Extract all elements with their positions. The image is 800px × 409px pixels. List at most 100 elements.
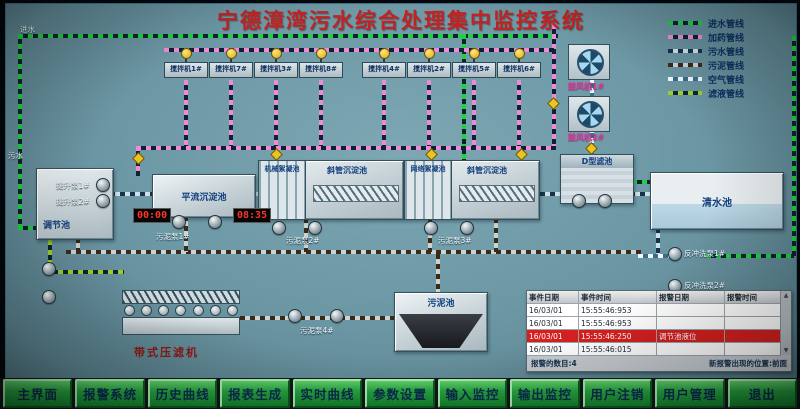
valve-icon[interactable] bbox=[585, 142, 598, 155]
filter-pump-icon[interactable] bbox=[598, 194, 612, 208]
pipe-sludge-drop bbox=[304, 218, 308, 252]
menu-button-output-monitor[interactable]: 输出监控 bbox=[510, 379, 580, 408]
mixer-motor-icon bbox=[270, 48, 282, 59]
valve-icon[interactable] bbox=[270, 148, 283, 161]
mixer-unit[interactable]: 搅拌机2# bbox=[407, 48, 451, 78]
filtrate-pump-icon[interactable] bbox=[42, 262, 56, 276]
menu-button-history-curves[interactable]: 历史曲线 bbox=[147, 379, 218, 408]
fan-icon bbox=[577, 49, 604, 76]
filtrate-line-swatch-icon bbox=[668, 91, 702, 95]
tank-label: D型滤池 bbox=[561, 155, 633, 169]
menu-button-user-management[interactable]: 用户管理 bbox=[655, 379, 725, 408]
sludge-pump-icon[interactable] bbox=[308, 221, 322, 235]
menu-button-realtime-curves[interactable]: 实时曲线 bbox=[292, 379, 363, 408]
alarm-row[interactable]: 16/03/01 15:55:46:953 bbox=[527, 317, 781, 330]
column-header[interactable]: 报警时间 bbox=[725, 291, 781, 304]
blower-label: 鼓风机2# bbox=[568, 133, 605, 142]
filter-pump-icon[interactable] bbox=[572, 194, 586, 208]
legend-label: 加药管线 bbox=[708, 33, 745, 44]
legend-item: 污水管线 bbox=[668, 44, 794, 58]
alarm-footer: 报警的数目:4 新报警出现的位置:前面 bbox=[527, 356, 791, 371]
alarm-row-active[interactable]: 16/03/01 15:55:46:250 调节池液位 bbox=[527, 330, 781, 343]
valve-icon[interactable] bbox=[425, 148, 438, 161]
sludge-pump-icon[interactable] bbox=[208, 215, 222, 229]
belt-press-label: 带式压滤机 bbox=[134, 346, 199, 359]
alarm-row[interactable]: 16/03/01 15:55:46:953 bbox=[527, 304, 781, 317]
cell: 15:55:46:953 bbox=[579, 317, 657, 330]
roller-icon bbox=[175, 305, 187, 316]
alarm-row[interactable]: 16/03/01 15:55:46:015 bbox=[527, 343, 781, 356]
mixer-unit[interactable]: 搅拌机3# bbox=[254, 48, 298, 78]
tank-label: 调节池 bbox=[43, 221, 71, 231]
valve-icon[interactable] bbox=[547, 97, 560, 110]
mixer-unit[interactable]: 搅拌机6# bbox=[497, 48, 541, 78]
pipe-mixer-drop bbox=[229, 80, 233, 146]
alarm-scrollbar[interactable]: ▲ ▼ bbox=[780, 291, 791, 355]
sludge-pump-icon[interactable] bbox=[330, 309, 344, 323]
pipe-mixer-drop bbox=[427, 80, 431, 146]
tank-d-filter[interactable]: D型滤池 bbox=[560, 154, 634, 204]
sludge-pump-icon[interactable] bbox=[424, 221, 438, 235]
tank-block-mech-floc[interactable]: 机械絮凝池 斜管沉淀池 bbox=[258, 160, 404, 220]
mixer-unit[interactable]: 搅拌机7# bbox=[209, 48, 253, 78]
lift-pump-icon[interactable] bbox=[96, 178, 110, 192]
pipe-mixer-drop bbox=[382, 80, 386, 146]
sludge-pump-icon[interactable] bbox=[288, 309, 302, 323]
mixer-unit[interactable]: 搅拌机8# bbox=[299, 48, 343, 78]
pipe-inflow-left bbox=[18, 34, 22, 230]
column-header[interactable]: 报警日期 bbox=[657, 291, 725, 304]
mixer-motor-icon bbox=[315, 48, 327, 59]
blower-label: 鼓风机1# bbox=[568, 82, 605, 91]
menu-button-main[interactable]: 主界面 bbox=[3, 379, 73, 408]
menu-button-user-logout[interactable]: 用户注销 bbox=[582, 379, 653, 408]
pipe-mixer-drop bbox=[319, 80, 323, 146]
menu-button-alarm-system[interactable]: 报警系统 bbox=[75, 379, 145, 408]
mixer-label: 搅拌机8# bbox=[299, 62, 343, 78]
column-header[interactable]: 事件时间 bbox=[579, 291, 657, 304]
mixer-stem bbox=[230, 59, 232, 62]
scroll-down-icon[interactable]: ▼ bbox=[783, 347, 789, 354]
menu-button-exit[interactable]: 退出 bbox=[727, 379, 797, 408]
legend-item: 滤液管线 bbox=[668, 86, 794, 100]
filtrate-pump-icon[interactable] bbox=[42, 290, 56, 304]
belt-filter-press[interactable] bbox=[122, 290, 240, 340]
mixer-unit[interactable]: 搅拌机1# bbox=[164, 48, 208, 78]
blower-unit[interactable] bbox=[568, 44, 610, 80]
tank-sludge[interactable]: 污泥池 bbox=[394, 292, 488, 352]
mixer-stem bbox=[518, 59, 520, 62]
mixer-unit[interactable]: 搅拌机5# bbox=[452, 48, 496, 78]
column-header[interactable]: 事件日期 bbox=[527, 291, 579, 304]
legend-label: 空气管线 bbox=[708, 75, 745, 86]
roller-icon bbox=[209, 305, 221, 316]
scroll-up-icon[interactable]: ▲ bbox=[783, 292, 789, 299]
mixer-stem bbox=[185, 59, 187, 62]
tank-clear-water[interactable]: 清水池 bbox=[650, 172, 784, 230]
pipe-sludge-drop bbox=[76, 238, 80, 252]
backwash-pump-icon[interactable] bbox=[668, 247, 682, 261]
valve-icon[interactable] bbox=[515, 148, 528, 161]
legend: 进水管线 加药管线 污水管线 污泥管线 空气管线 滤液管线 bbox=[668, 16, 794, 100]
sludge-pump-icon[interactable] bbox=[172, 215, 186, 229]
alarm-table[interactable]: 事件日期 事件时间 报警日期 报警时间 16/03/01 15:55:46:95… bbox=[526, 290, 792, 372]
cell: 16/03/01 bbox=[527, 304, 579, 317]
alarm-count-text: 报警的数目:4 bbox=[531, 359, 577, 368]
mixer-unit[interactable]: 搅拌机4# bbox=[362, 48, 406, 78]
cell: 16/03/01 bbox=[527, 330, 579, 343]
pipe-inflow-right-edge bbox=[792, 36, 796, 256]
mixer-stem bbox=[275, 59, 277, 62]
menu-button-report[interactable]: 报表生成 bbox=[220, 379, 290, 408]
valve-icon[interactable] bbox=[132, 152, 145, 165]
mixer-label: 搅拌机2# bbox=[407, 62, 451, 78]
bottom-menu-bar: 主界面 报警系统 历史曲线 报表生成 实时曲线 参数设置 输入监控 输出监控 用… bbox=[0, 378, 800, 409]
roller-icon bbox=[192, 305, 204, 316]
tank-block-grid-floc[interactable]: 网络絮凝池 斜管沉淀池 bbox=[404, 160, 540, 220]
menu-button-input-monitor[interactable]: 输入监控 bbox=[437, 379, 508, 408]
belt-icon bbox=[122, 290, 240, 304]
roller-icon bbox=[141, 305, 153, 316]
tank-label: 污泥池 bbox=[427, 299, 455, 309]
blower-unit[interactable] bbox=[568, 96, 610, 132]
sludge-pump-icon[interactable] bbox=[272, 221, 286, 235]
lift-pump-icon[interactable] bbox=[96, 194, 110, 208]
menu-button-parameters[interactable]: 参数设置 bbox=[365, 379, 435, 408]
sludge-pump-icon[interactable] bbox=[460, 221, 474, 235]
